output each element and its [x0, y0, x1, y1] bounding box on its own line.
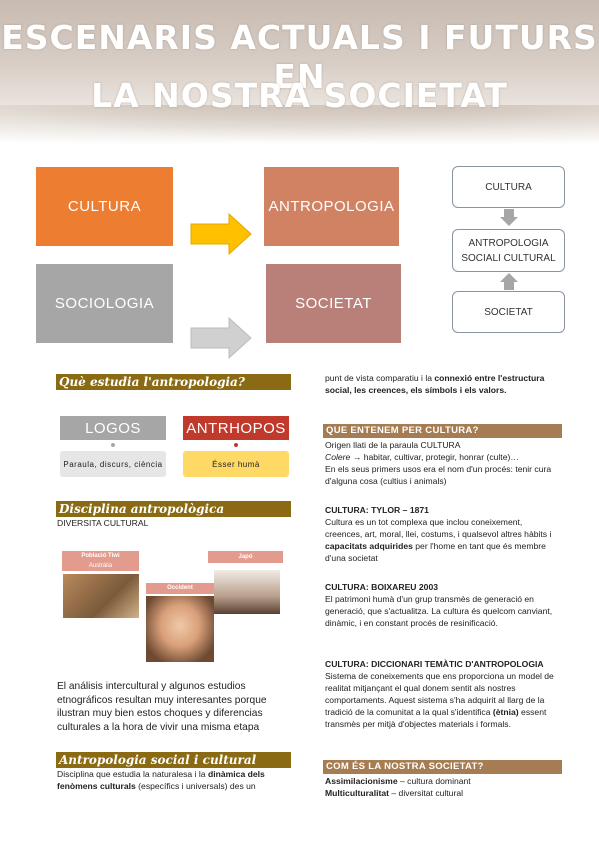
up-arrow-icon — [500, 273, 518, 290]
section-que-estudia: Què estudia l'antropologia? — [56, 374, 291, 390]
japan-photo — [214, 570, 280, 614]
tylor-text: Cultura es un tot complexa que inclou co… — [325, 517, 552, 563]
cultura-box: CULTURA — [36, 167, 173, 246]
down-arrow-icon — [500, 209, 518, 226]
anthropos-box: ANTRHOPOS — [183, 416, 289, 440]
logos-box: LOGOS — [60, 416, 166, 440]
anthropos-meaning: Ésser humà — [183, 451, 289, 477]
tag-occident: Occident — [146, 583, 214, 594]
occident-photo — [146, 596, 214, 662]
flow-societat-box: SOCIETAT — [452, 291, 565, 333]
header-banner — [0, 0, 599, 145]
diccionari-heading: CULTURA: DICCIONARI TEMÀTIC D'ANTROPOLOG… — [325, 659, 544, 669]
flow-cultura-box: CULTURA — [452, 166, 565, 208]
page-title-line-2: LA NOSTRA SOCIETAT — [91, 76, 508, 115]
section-disciplina: Disciplina antropològica — [56, 501, 291, 517]
antropologia-box: ANTROPOLOGIA — [264, 167, 399, 246]
intercultural-paragraph: El análisis intercultural y algunos estu… — [57, 681, 267, 734]
societat-box: SOCIETAT — [266, 264, 401, 343]
right-arrow-grey-icon — [190, 316, 252, 360]
tiwi-photo — [63, 574, 139, 618]
diversitat-label: DIVERSITA CULTURAL — [57, 518, 149, 528]
sociologia-box: SOCIOLOGIA — [36, 264, 173, 343]
boixareu-text: El patrimoni humà d'un grup transmès de … — [325, 594, 553, 628]
connector-dot — [234, 443, 238, 447]
section-que-entenem: QUE ENTENEM PER CULTURA? — [323, 424, 562, 438]
logos-meaning: Paraula, discurs, ciència — [60, 451, 166, 477]
tag-japo: Japó — [208, 551, 283, 563]
antropologia-social-text: Disciplina que estudia la naturalesa i l… — [57, 769, 265, 791]
antropologia-social-continued: punt de vista comparatiu i la connexió e… — [325, 373, 545, 395]
boixareu-heading: CULTURA: BOIXAREU 2003 — [325, 582, 439, 592]
diccionari-text: Sistema de coneixements que ens proporci… — [325, 671, 554, 729]
origen-text: Origen llati de la paraula CULTURA Coler… — [325, 440, 552, 486]
section-antropologia-social: Antropologia social i cultural — [56, 752, 291, 768]
right-arrow-yellow-icon — [190, 212, 252, 256]
societat-text: Assimilacionisme – cultura dominant Mult… — [325, 776, 471, 798]
connector-dot — [111, 443, 115, 447]
tylor-heading: CULTURA: TYLOR – 1871 — [325, 505, 429, 515]
section-com-es-societat: COM ÉS LA NOSTRA SOCIETAT? — [323, 760, 562, 774]
page-title-line-1: ESCENARIS ACTUALS I FUTURS EN — [1, 18, 598, 96]
